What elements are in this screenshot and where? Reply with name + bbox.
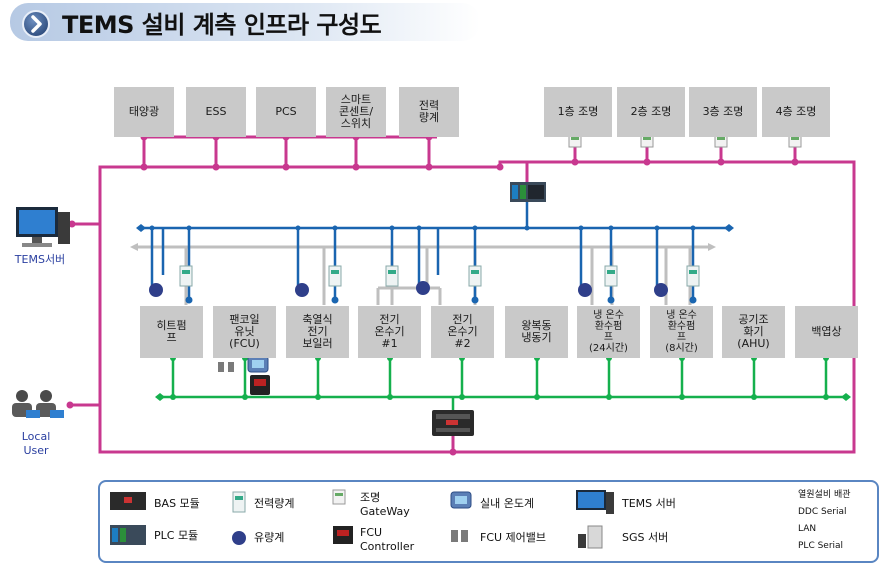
ess-box: ESS [186,87,246,137]
legend-tems-server-label: TEMS 서버 [622,497,676,510]
lighting-1f-box: 1층 조명 [544,87,612,137]
legend-power-meter-label: 전력량계 [254,497,295,510]
ess-label: ESS [205,105,227,118]
bas-module-icon [432,410,474,436]
pump-8h-box: 냉 온수 환수펌 프 (8시간) [650,306,713,358]
fcu-valve-icon [218,362,234,372]
thermal-boiler-box: 축열식 전기 보일러 [286,306,349,358]
fcu-controller-icon [250,375,270,395]
power-meter-label: 전력 량계 [418,99,440,124]
legend-pipe-label: 열원설비 배관 [798,490,851,500]
lighting-3f-label: 3층 조명 [702,105,744,118]
lighting-1f-label: 1층 조명 [557,105,599,118]
legend-plc-serial-label: PLC Serial [798,541,844,551]
smart-outlet-label: 스마트 콘센트/ 스위치 [338,93,374,130]
plc-module-icon [510,182,546,202]
fcu-box: 팬코일 유닛 (FCU) [213,306,276,358]
pump-8h-label: 냉 온수 환수펌 프 (8시간) [665,310,698,354]
chevron-right-icon [22,10,50,38]
legend-sgs-server-label: SGS 서버 [622,531,669,544]
solar-label: 태양광 [128,105,160,118]
water-heater-1-label: 전기 온수기 #1 [374,313,405,350]
legend-gateway-label: 조명 GateWay [360,491,410,518]
water-heater-2-box: 전기 온수기 #2 [431,306,494,358]
weather-shelter-box: 백엽상 [795,306,858,358]
lighting-4f-label: 4층 조명 [775,105,817,118]
legend-fcu-valve-label: FCU 제어밸브 [480,531,547,544]
plc-lines [140,200,730,300]
pcs-box: PCS [256,87,316,137]
lighting-gateway-icon [568,133,802,148]
meter-displays [182,270,697,274]
legend-box [98,480,879,563]
ahu-box: 공기조 화기 (AHU) [722,306,785,358]
local-user-label: Local User [21,430,51,457]
pipe-lines [134,245,712,305]
weather-shelter-label: 백엽상 [811,325,842,338]
lighting-2f-box: 2층 조명 [617,87,685,137]
water-heater-2-label: 전기 온수기 #2 [447,313,478,350]
lighting-2f-label: 2층 조명 [630,105,672,118]
pump-24h-box: 냉 온수 환수펌 프 (24시간) [577,306,640,358]
ahu-label: 공기조 화기 (AHU) [737,313,770,350]
fcu-label: 팬코일 유닛 (FCU) [229,313,260,350]
local-user-icon [12,390,64,418]
solar-box: 태양광 [114,87,174,137]
thermal-boiler-label: 축열식 전기 보일러 [302,313,333,350]
thermometer-icon [247,355,269,373]
pcs-label: PCS [275,105,297,118]
plc-dots [136,224,734,304]
heat-pump-label: 히트펌 프 [156,319,187,344]
lighting-4f-box: 4층 조명 [762,87,830,137]
lan-lines [70,135,856,454]
pump-24h-label: 냉 온수 환수펌 프 (24시간) [589,310,628,354]
legend-bas-label: BAS 모듈 [154,497,200,510]
power-meter-icon [179,265,700,287]
page-title: TEMS 설비 계측 인프라 구성도 [62,11,382,39]
smart-outlet-box: 스마트 콘센트/ 스위치 [326,87,386,137]
legend-thermometer-label: 실내 온도계 [480,497,535,510]
legend-lan-label: LAN [798,524,817,534]
tems-server-icon [16,207,70,247]
legend-fcu-controller-label: FCU Controller [360,526,415,553]
legend-flow-meter-label: 유량계 [254,531,285,544]
title-banner [10,3,480,41]
pipe-arrows [130,243,716,251]
chiller-label: 왕복동 냉동기 [521,319,552,344]
ddc-lines [160,358,846,410]
power-meter-box: 전력 량계 [399,87,459,137]
legend-plc-label: PLC 모듈 [154,529,199,542]
tems-server-label: TEMS서버 [14,253,66,266]
heat-pump-box: 히트펌 프 [140,306,203,358]
water-heater-1-box: 전기 온수기 #1 [358,306,421,358]
legend-ddc-label: DDC Serial [798,507,847,517]
flow-meter-icon [149,281,668,297]
lighting-3f-box: 3층 조명 [689,87,757,137]
chiller-box: 왕복동 냉동기 [505,306,568,358]
